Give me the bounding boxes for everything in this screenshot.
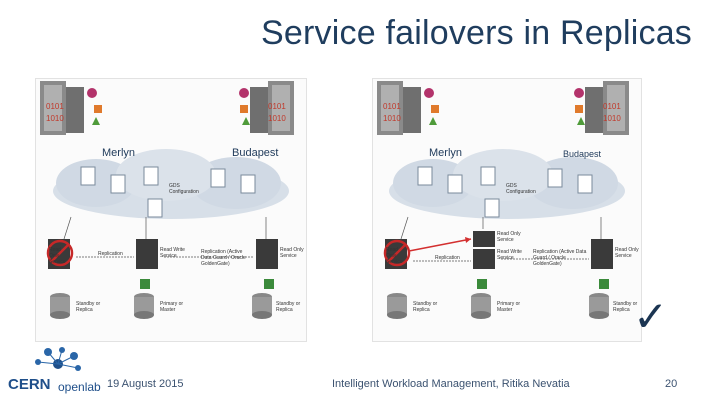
right-diagram-panel: 0101 1010 0101 1010 <box>372 78 642 342</box>
page-number: 20 <box>665 378 678 390</box>
checkmark-icon: ✓ <box>633 292 669 341</box>
service-label: Read Only Service <box>615 247 639 259</box>
replication-label: Replication <box>435 255 460 261</box>
service-label: Read Only Service <box>280 247 304 259</box>
db-label: Primary or Master <box>160 301 184 313</box>
logo-openlab-text: openlab <box>58 380 101 394</box>
left-diagram-graphic: 0101 1010 0101 1010 <box>40 81 294 319</box>
logo-network-graphic <box>35 347 81 371</box>
svg-text:1010: 1010 <box>603 114 621 123</box>
svg-text:1010: 1010 <box>268 114 286 123</box>
site-label-budapest: Budapest <box>563 149 602 159</box>
service-label: Read Only Service <box>49 247 66 265</box>
svg-text:1010: 1010 <box>383 114 401 123</box>
service-label: Read Only Service <box>386 247 403 265</box>
site-label-merlyn: Merlyn <box>429 147 463 159</box>
db-label: Standby or Replica <box>613 301 638 313</box>
left-diagram-panel: 0101 1010 0101 1010 <box>35 78 307 342</box>
cloud-graphic <box>53 149 289 219</box>
service-label: Read Write Service <box>160 247 185 259</box>
site-label-budapest: Budapest <box>232 147 279 159</box>
right-diagram-graphic: 0101 1010 0101 1010 <box>377 81 629 319</box>
service-label: Read Only Service <box>497 231 521 243</box>
server-tower-icon <box>250 81 294 135</box>
gds-config-label: GDS Configuration <box>506 183 536 195</box>
service-label: Read Write Service <box>497 249 522 261</box>
database-icon <box>134 293 154 319</box>
server-tower-icon <box>40 81 84 135</box>
svg-text:0101: 0101 <box>268 102 286 111</box>
database-icon <box>50 293 70 319</box>
db-label: Standby or Replica <box>276 301 301 313</box>
database-icon <box>252 293 272 319</box>
gds-config-label: GDS Configuration <box>169 183 199 195</box>
database-icon <box>589 293 609 319</box>
cern-openlab-logo: CERN openlab <box>8 346 104 402</box>
database-icon <box>387 293 407 319</box>
footer-title: Intelligent Workload Management, Ritika … <box>332 378 570 390</box>
logo-cern-text: CERN <box>8 376 51 393</box>
slide-title: Service failovers in Replicas <box>261 14 692 52</box>
svg-text:0101: 0101 <box>46 102 64 111</box>
replication-label: Replication <box>98 251 123 257</box>
db-label: Standby or Replica <box>413 301 438 313</box>
footer-date: 19 August 2015 <box>107 378 184 390</box>
svg-text:0101: 0101 <box>603 102 621 111</box>
db-label: Standby or Replica <box>76 301 101 313</box>
database-icon <box>471 293 491 319</box>
db-label: Primary or Master <box>497 301 521 313</box>
replication-adg-label: Replication (Active Data Guard / Oracle … <box>533 249 587 267</box>
svg-text:0101: 0101 <box>383 102 401 111</box>
site-label-merlyn: Merlyn <box>102 147 136 159</box>
cloud-graphic <box>389 149 625 219</box>
replication-adg-label: Replication (Active Data Guard / Oracle … <box>201 249 246 267</box>
svg-text:1010: 1010 <box>46 114 64 123</box>
server-tower-icon <box>377 81 421 135</box>
server-tower-icon <box>585 81 629 135</box>
